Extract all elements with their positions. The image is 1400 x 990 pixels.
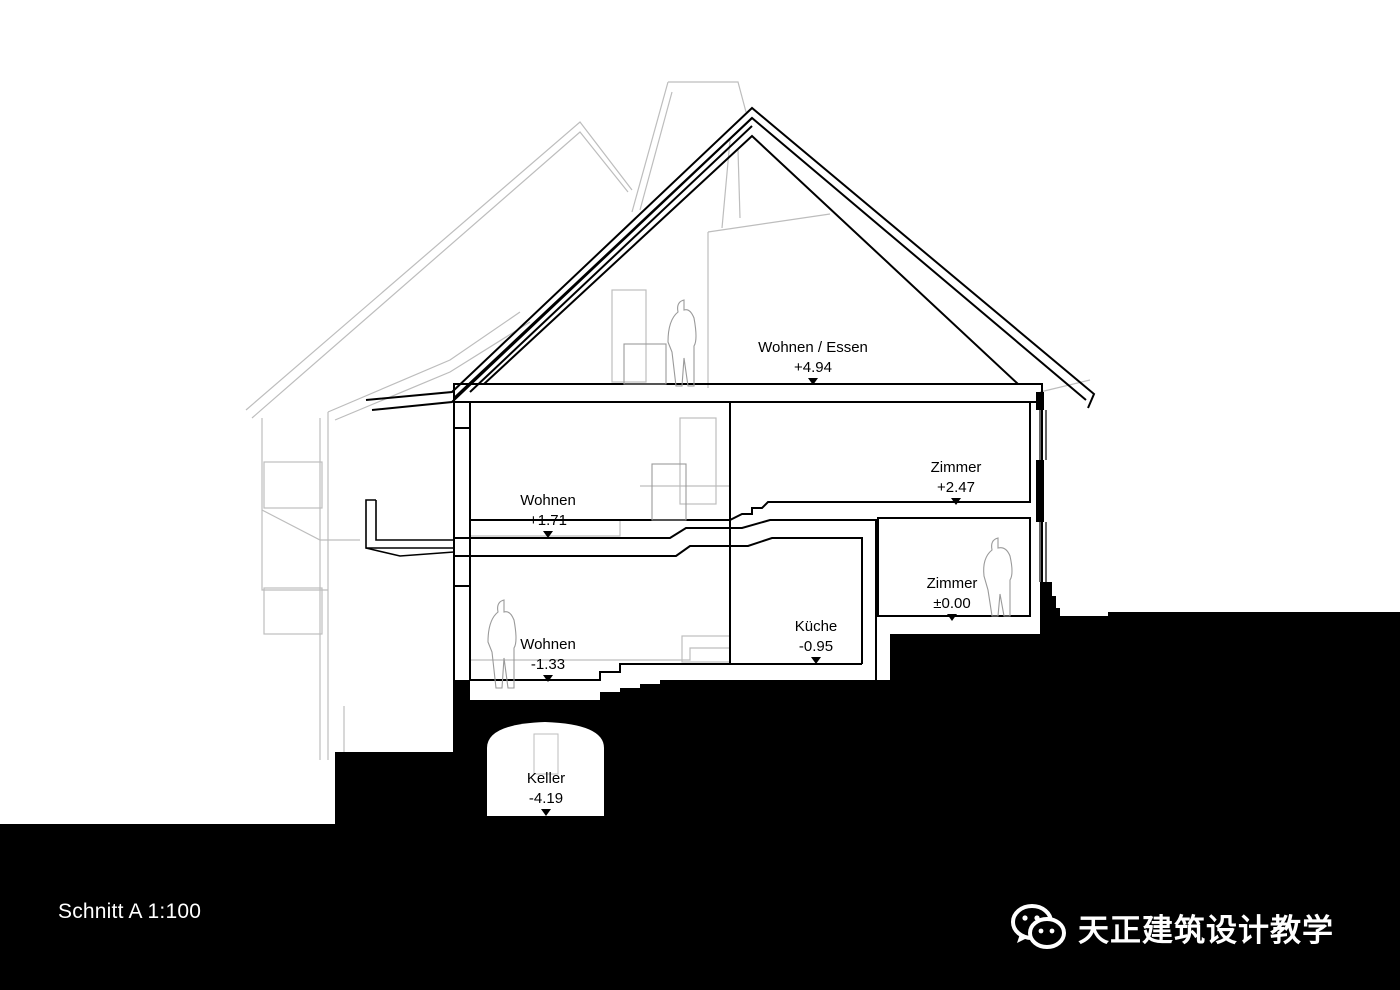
watermark-text: 天正建筑设计教学: [1078, 912, 1334, 949]
room-label-zimmer-lower: Zimmer ±0.00: [927, 575, 978, 621]
room-name: Wohnen / Essen: [758, 339, 868, 356]
room-level: +4.94: [794, 359, 832, 376]
room-level: +1.71: [529, 512, 567, 529]
room-level: -4.19: [529, 790, 563, 807]
room-level: ±0.00: [933, 595, 970, 612]
room-name: Zimmer: [931, 459, 982, 476]
level-marker-icon: [543, 531, 553, 538]
drawing-caption: Schnitt A 1:100: [58, 900, 202, 923]
wechat-icon: [1011, 904, 1066, 949]
room-label-keller: Keller -4.19: [527, 770, 565, 816]
background-elevation: [245, 81, 1091, 760]
keller-vault: [487, 722, 604, 816]
room-label-wohnen-essen: Wohnen / Essen +4.94: [758, 339, 868, 385]
scale-figures: [487, 299, 1013, 689]
room-label-wohnen-lower: Wohnen -1.33: [520, 636, 576, 682]
level-marker-icon: [811, 657, 821, 664]
room-level: -1.33: [531, 656, 565, 673]
room-label-zimmer-upper: Zimmer +2.47: [931, 459, 982, 505]
level-marker-icon: [947, 614, 957, 621]
level-marker-icon: [951, 498, 961, 505]
level-marker-icon: [808, 378, 818, 385]
room-level: +2.47: [937, 479, 975, 496]
room-label-kueche: Küche -0.95: [795, 618, 838, 664]
room-level: -0.95: [799, 638, 833, 655]
balcony: [365, 499, 455, 557]
level-marker-icon: [541, 809, 551, 816]
room-label-wohnen-upper: Wohnen +1.71: [520, 492, 576, 538]
room-name: Zimmer: [927, 575, 978, 592]
room-name: Keller: [527, 770, 565, 787]
house-section: [365, 106, 1096, 752]
room-name: Küche: [795, 618, 838, 635]
watermark: 天正建筑设计教学: [1010, 902, 1334, 952]
room-name: Wohnen: [520, 492, 576, 509]
ground-section: [0, 582, 1400, 990]
room-name: Wohnen: [520, 636, 576, 653]
level-marker-icon: [543, 675, 553, 682]
